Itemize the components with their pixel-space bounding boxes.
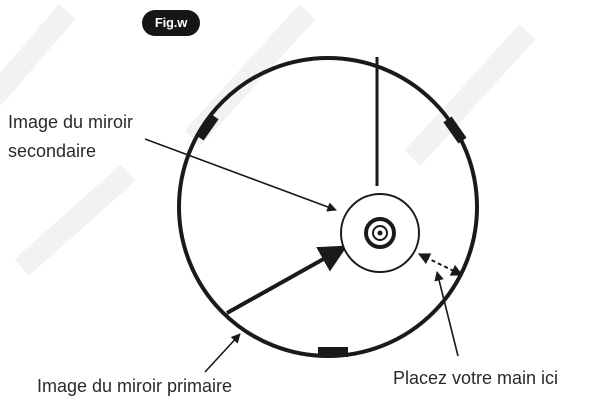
mirror-clip-right [443,116,467,144]
gap-double-arrow [417,253,464,276]
mirror-clips [195,113,467,357]
pointer-hand [434,271,459,357]
spider-vane-bottom-left [226,245,348,315]
mirror-clip-left [195,113,219,141]
secondary-mirror-center-dot [377,230,383,236]
label-place-hand: Placez votre main ici [393,368,559,388]
label-secondary-mirror-line1: Image du miroir [8,112,134,132]
pointer-primary [204,333,241,373]
label-primary-mirror: Image du miroir primaire [37,376,233,396]
label-secondary-mirror-line2: secondaire [8,141,97,161]
mirror-clip-bottom [318,347,348,357]
pointer-secondary [144,138,337,212]
figure-badge: Fig.w [142,10,200,36]
